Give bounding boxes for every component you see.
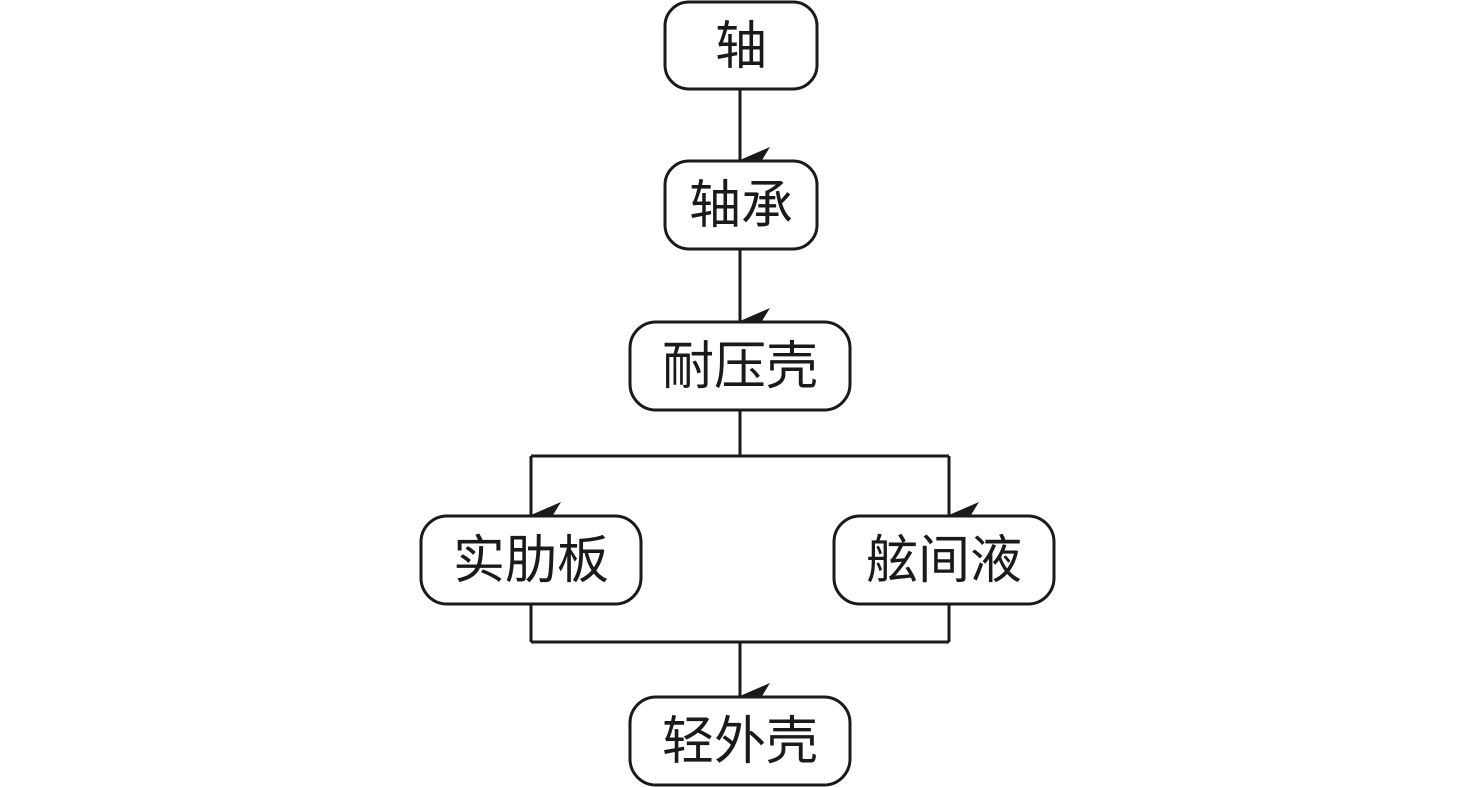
node-box — [663, 159, 819, 251]
node-label: 轴 — [715, 17, 767, 77]
node-label: 轻外壳 — [662, 712, 818, 772]
node-interhull-fluid: 舷间液 — [832, 514, 1056, 606]
node-box — [832, 514, 1056, 606]
node-pressure-hull: 耐压壳 — [628, 320, 852, 412]
node-box — [419, 514, 643, 606]
node-box — [628, 320, 852, 412]
connectors — [529, 89, 979, 709]
node-label: 轴承 — [689, 176, 793, 236]
node-label: 实肋板 — [453, 531, 609, 591]
node-label: 舷间液 — [866, 531, 1022, 591]
node-box — [663, 0, 819, 91]
node-shaft: 轴 — [663, 0, 819, 91]
node-label: 耐压壳 — [662, 337, 818, 397]
node-box — [628, 695, 852, 787]
node-light-outer-hull: 轻外壳 — [628, 695, 852, 787]
node-solid-rib-plate: 实肋板 — [419, 514, 643, 606]
node-bearing: 轴承 — [663, 159, 819, 251]
